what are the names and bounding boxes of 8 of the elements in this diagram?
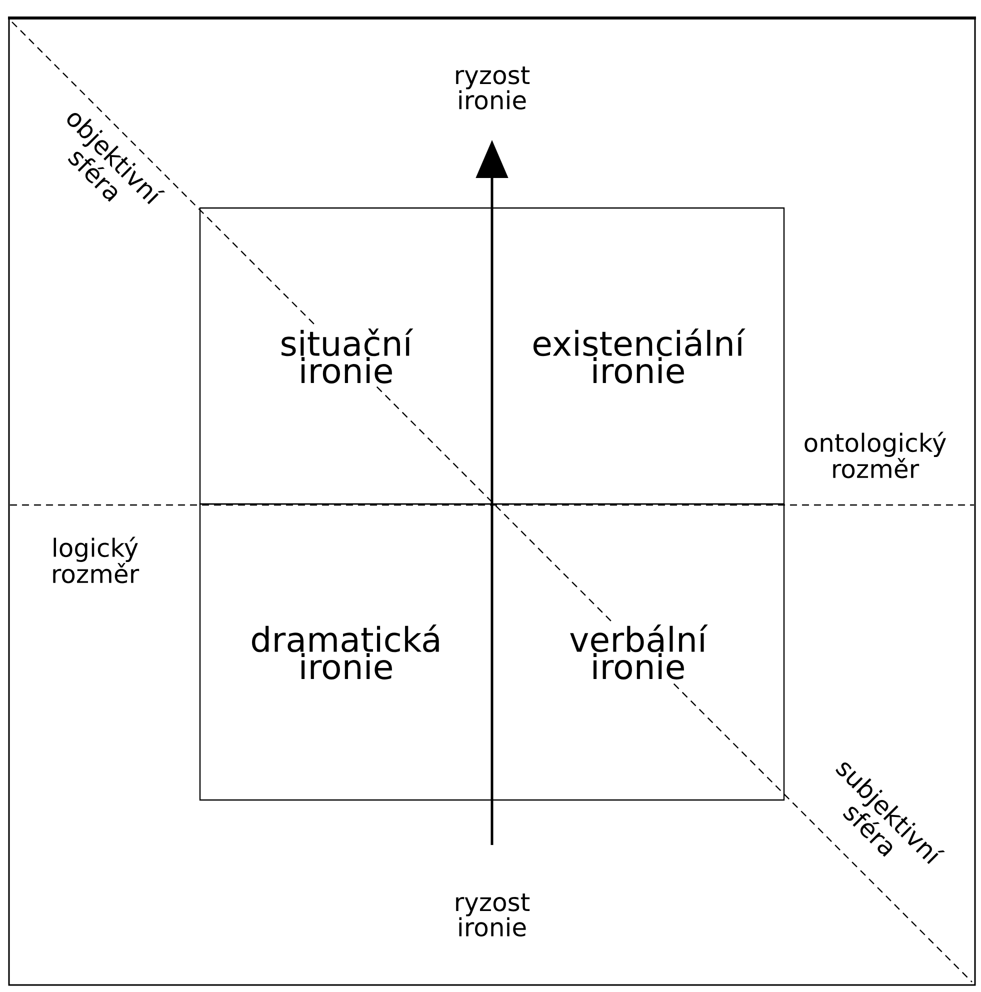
axis-label: logický rozměr bbox=[53, 536, 140, 584]
axis-label: ryzost ironie bbox=[456, 893, 530, 937]
axis-label: ontologický rozměr bbox=[804, 432, 946, 478]
quadrant-box: existenciální ironie bbox=[491, 207, 785, 505]
quadrant-box: situační ironie bbox=[199, 207, 493, 505]
quadrant-box: dramatická ironie bbox=[199, 503, 493, 801]
axis-label: ryzost ironie bbox=[456, 66, 530, 110]
quadrant-box: verbální ironie bbox=[491, 503, 785, 801]
